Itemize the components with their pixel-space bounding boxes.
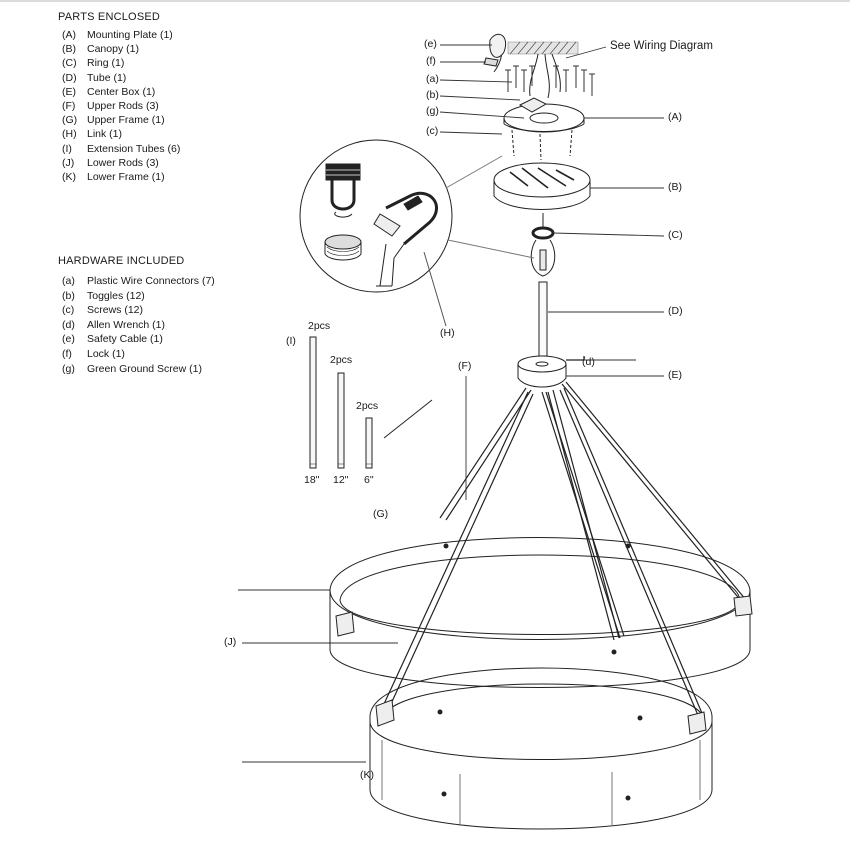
tube-qty-12: 2pcs bbox=[330, 354, 353, 366]
parts-enclosed-title: PARTS ENCLOSED bbox=[58, 11, 161, 23]
extension-tube-6in bbox=[365, 417, 373, 469]
extension-tube-12in bbox=[337, 372, 345, 469]
parts-list: (A)Mounting Plate (1) (B)Canopy (1) (C)R… bbox=[62, 28, 180, 184]
callout-g: (g) bbox=[426, 105, 439, 117]
callout-d: (d) bbox=[582, 356, 595, 368]
callout-B: (B) bbox=[668, 181, 682, 193]
safety-cable-icon bbox=[489, 33, 506, 58]
tube-length-6: 6" bbox=[364, 474, 374, 486]
list-item: (c)Screws (12) bbox=[62, 304, 144, 317]
tube-qty-18: 2pcs bbox=[308, 320, 331, 332]
callout-G: (G) bbox=[373, 508, 389, 520]
list-item: (J)Lower Rods (3) bbox=[62, 156, 159, 169]
callout-f: (f) bbox=[426, 55, 436, 67]
list-item: (B)Canopy (1) bbox=[62, 43, 139, 56]
upper-frame bbox=[329, 537, 753, 688]
callout-I: (I) bbox=[286, 335, 296, 347]
ring bbox=[531, 213, 555, 240]
hardware-list: (a)Plastic Wire Connectors (7) (b)Toggle… bbox=[62, 274, 215, 376]
lower-rods bbox=[383, 387, 705, 721]
list-item: (K)Lower Frame (1) bbox=[62, 170, 165, 183]
leader-lines bbox=[238, 44, 665, 763]
mounting-plate bbox=[503, 97, 585, 133]
callout-H: (H) bbox=[440, 327, 455, 339]
tube-length-12: 12" bbox=[333, 474, 349, 486]
callout-c: (c) bbox=[426, 125, 439, 137]
list-item: (f)Lock (1) bbox=[62, 347, 125, 360]
callout-b: (b) bbox=[426, 89, 439, 101]
canopy bbox=[493, 162, 591, 210]
tube bbox=[538, 281, 548, 357]
extension-tubes bbox=[309, 336, 433, 469]
callout-E: (E) bbox=[668, 369, 682, 381]
hardware-included-title: HARDWARE INCLUDED bbox=[58, 255, 185, 267]
list-item: (I)Extension Tubes (6) bbox=[62, 142, 181, 155]
list-item: (g)Green Ground Screw (1) bbox=[62, 362, 202, 375]
top-border bbox=[0, 0, 850, 2]
wiring-diagram-note: See Wiring Diagram bbox=[610, 40, 713, 52]
upper-rods bbox=[439, 381, 747, 641]
list-item: (e)Safety Cable (1) bbox=[62, 333, 163, 346]
callout-C: (C) bbox=[668, 229, 683, 241]
tube-qty-6: 2pcs bbox=[356, 400, 379, 412]
list-item: (C)Ring (1) bbox=[62, 57, 125, 70]
list-item: (a)Plastic Wire Connectors (7) bbox=[62, 275, 215, 287]
callout-D: (D) bbox=[668, 305, 683, 317]
link-detail-circle bbox=[299, 139, 535, 293]
list-item: (A)Mounting Plate (1) bbox=[62, 29, 173, 41]
tube-length-18: 18" bbox=[304, 474, 320, 486]
lock-icon bbox=[483, 57, 499, 67]
list-item: (G)Upper Frame (1) bbox=[62, 114, 165, 127]
center-box bbox=[517, 355, 567, 388]
list-item: (E)Center Box (1) bbox=[62, 85, 156, 98]
callout-K: (K) bbox=[360, 769, 374, 781]
callout-J: (J) bbox=[224, 636, 237, 648]
list-item: (D)Tube (1) bbox=[62, 71, 127, 84]
leader-H bbox=[423, 251, 447, 327]
list-item: (F)Upper Rods (3) bbox=[62, 99, 159, 112]
lower-frame bbox=[369, 667, 713, 830]
callout-a: (a) bbox=[426, 73, 439, 85]
callout-e: (e) bbox=[424, 38, 437, 50]
callout-F: (F) bbox=[458, 360, 472, 372]
callout-A: (A) bbox=[668, 111, 682, 123]
list-item: (b)Toggles (12) bbox=[62, 289, 145, 302]
screw-lines bbox=[511, 129, 573, 161]
list-item: (H)Link (1) bbox=[62, 128, 123, 141]
list-item: (d)Allen Wrench (1) bbox=[62, 318, 166, 331]
toggle-screws bbox=[505, 65, 595, 96]
ceiling-hatch bbox=[507, 41, 579, 55]
extension-tube-18in bbox=[309, 336, 317, 469]
link-loop bbox=[530, 239, 556, 277]
